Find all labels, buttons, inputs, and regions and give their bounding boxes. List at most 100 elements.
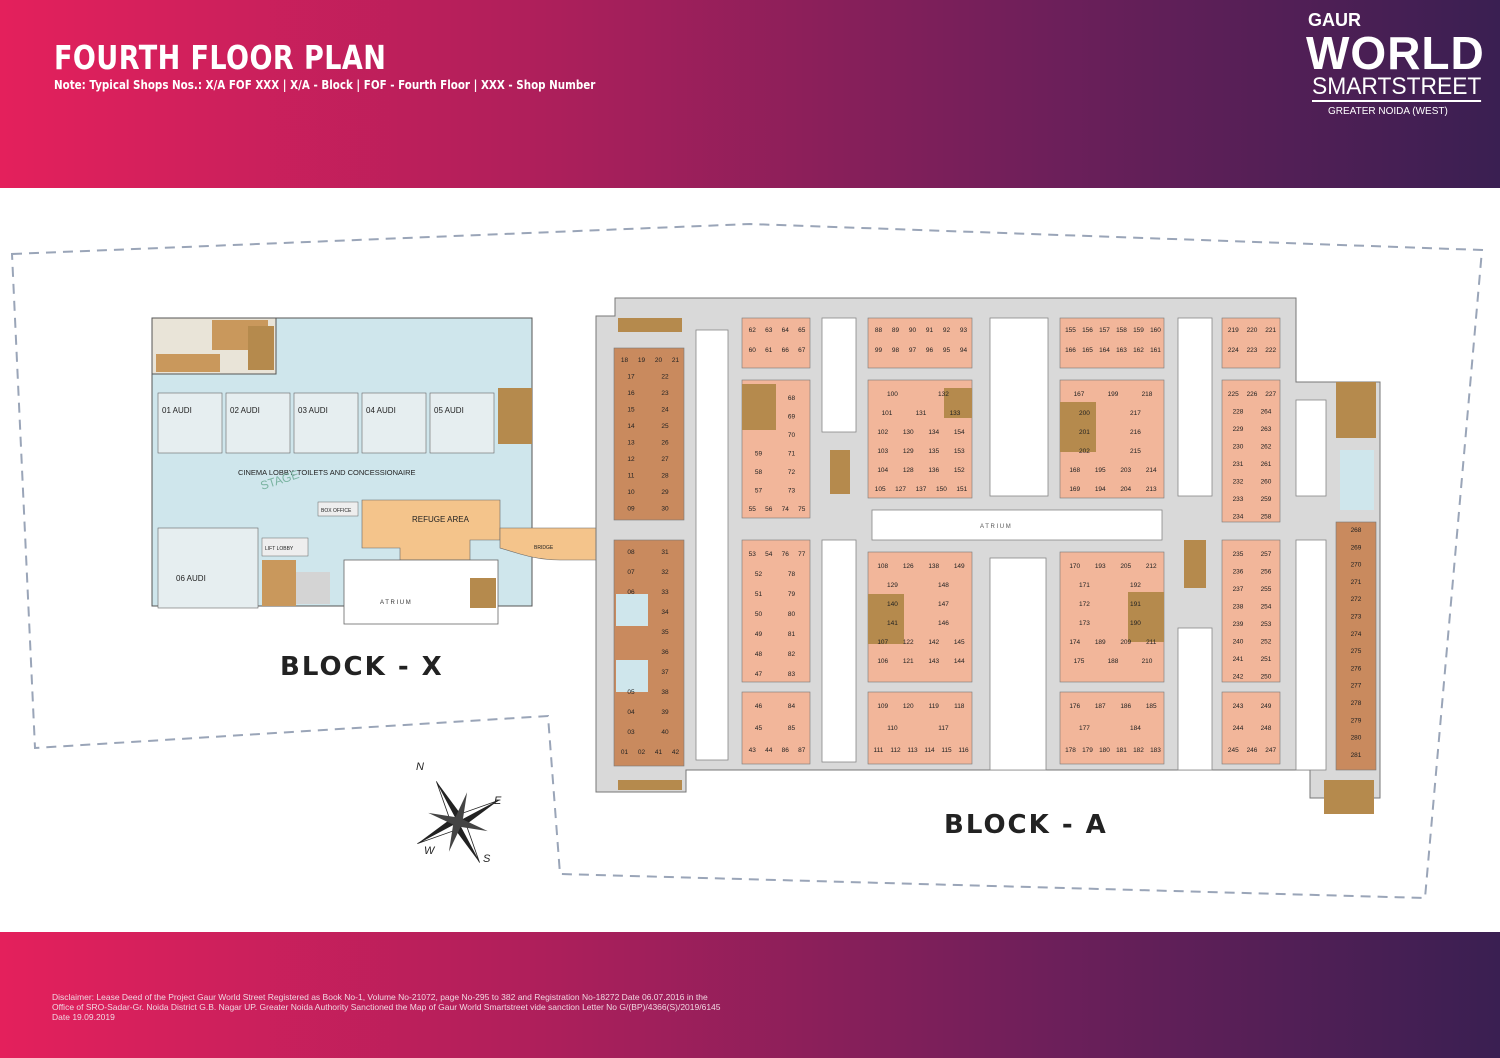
shop-number: 97: [909, 347, 917, 354]
shop-number: 148: [938, 582, 949, 589]
shop-number: 210: [1142, 658, 1153, 665]
shop-number: 48: [755, 651, 763, 658]
shop-number: 219: [1228, 327, 1239, 334]
shop-number: 67: [798, 347, 806, 354]
shop-number: 142: [928, 639, 939, 646]
audi-03-label: 03 AUDI: [298, 406, 328, 415]
shop-number: 130: [903, 429, 914, 436]
shop-number: 227: [1265, 391, 1276, 398]
shop-number: 111: [874, 747, 884, 754]
shop-number: 151: [956, 486, 967, 493]
footer-band: [0, 932, 1500, 1058]
shop-number: 38: [661, 689, 669, 696]
shop-number: 159: [1133, 327, 1144, 334]
shop-number: 204: [1120, 486, 1131, 493]
shop-number: 24: [661, 407, 669, 414]
shop-number: 41: [655, 749, 663, 756]
block-x-label: BLOCK - X: [280, 652, 444, 682]
shop-number: 143: [928, 658, 939, 665]
shop-number: 244: [1233, 725, 1244, 732]
shop-number: 99: [875, 347, 883, 354]
shop-number: 115: [941, 747, 952, 754]
shop-number: 98: [892, 347, 900, 354]
shop-number: 259: [1261, 496, 1272, 503]
shop-number: 231: [1233, 461, 1244, 468]
shop-number: 74: [782, 506, 790, 513]
shop-number: 05: [627, 689, 635, 696]
shop-number: 129: [887, 582, 898, 589]
block-a-label: BLOCK - A: [944, 810, 1108, 840]
shop-number: 268: [1351, 527, 1362, 534]
shop-number: 184: [1130, 725, 1141, 732]
shop-number: 250: [1261, 674, 1272, 681]
shop-number: 06: [627, 589, 635, 596]
shop-number: 40: [661, 729, 669, 736]
shop-number: 170: [1069, 563, 1080, 570]
shop-number: 81: [788, 631, 796, 638]
audi-02-label: 02 AUDI: [230, 406, 260, 415]
shop-number: 122: [903, 639, 914, 646]
shop-number: 216: [1130, 429, 1141, 436]
compass-rose[interactable]: [396, 760, 520, 884]
legal-disclaimer: Disclaimer: Lease Deed of the Project Ga…: [52, 992, 721, 1022]
shop-number: 61: [765, 347, 773, 354]
lift-lobby-label: LIFT LOBBY: [265, 546, 294, 552]
shop-number: 106: [877, 658, 888, 665]
shop-number: 186: [1120, 703, 1131, 710]
shop-number: 263: [1261, 426, 1272, 433]
shop-number: 252: [1261, 639, 1272, 646]
shop-number: 52: [755, 571, 763, 578]
shop-number: 200: [1079, 410, 1090, 417]
shop-number: 161: [1150, 347, 1161, 354]
shop-number: 01: [621, 749, 629, 756]
shop-number: 92: [943, 327, 951, 334]
shop-number: 264: [1261, 409, 1272, 416]
shop-number: 212: [1146, 563, 1157, 570]
header-band: [0, 0, 1500, 188]
shop-number: 10: [627, 489, 635, 496]
shop-number: 70: [788, 432, 796, 439]
shop-number: 229: [1233, 426, 1244, 433]
floor-plan-drawing: 01 AUDI 02 AUDI 03 AUDI 04 AUDI 05 AUDI …: [10, 222, 1484, 900]
shop-number: 272: [1351, 596, 1362, 603]
shop-number: 23: [661, 390, 669, 397]
shop-number: 168: [1069, 467, 1080, 474]
audi-01-label: 01 AUDI: [162, 406, 192, 415]
shop-number: 260: [1261, 479, 1272, 486]
shop-number: 271: [1351, 579, 1362, 586]
shop-number: 17: [627, 374, 635, 381]
shop-number: 202: [1079, 448, 1090, 455]
shop-number: 59: [755, 451, 763, 458]
box-office-label: BOX OFFICE: [321, 508, 352, 514]
shop-number: 280: [1351, 735, 1362, 742]
shop-number: 205: [1120, 563, 1131, 570]
compass-e: E: [494, 795, 502, 807]
shop-number: 62: [749, 327, 757, 334]
shop-number: 176: [1069, 703, 1080, 710]
shop-number: 47: [755, 671, 763, 678]
shop-number: 158: [1116, 327, 1127, 334]
block-x: 01 AUDI 02 AUDI 03 AUDI 04 AUDI 05 AUDI …: [151, 317, 597, 625]
shop-number: 118: [954, 703, 965, 710]
shop-number: 112: [890, 747, 901, 754]
shop-number: 275: [1351, 648, 1362, 655]
shop-number: 121: [903, 658, 914, 665]
shop-number: 251: [1261, 656, 1272, 663]
shop-number: 149: [954, 563, 965, 570]
shop-number: 217: [1130, 410, 1141, 417]
shop-number: 09: [627, 506, 635, 513]
shop-number: 189: [1095, 639, 1106, 646]
shop-number: 166: [1065, 347, 1076, 354]
shop-number: 14: [627, 423, 635, 430]
bridge-label: BRIDGE: [534, 545, 554, 551]
shop-number: 174: [1069, 639, 1080, 646]
shop-number: 193: [1095, 563, 1106, 570]
compass-n: N: [416, 761, 424, 773]
shop-number: 209: [1120, 639, 1131, 646]
brand-logo: GAUR WORLD SMARTSTREET GREATER NOIDA (WE…: [1300, 8, 1490, 118]
shop-number: 165: [1082, 347, 1093, 354]
page-title: FOURTH FLOOR PLAN: [54, 38, 387, 77]
shop-number: 13: [627, 440, 635, 447]
shop-number: 242: [1233, 674, 1244, 681]
